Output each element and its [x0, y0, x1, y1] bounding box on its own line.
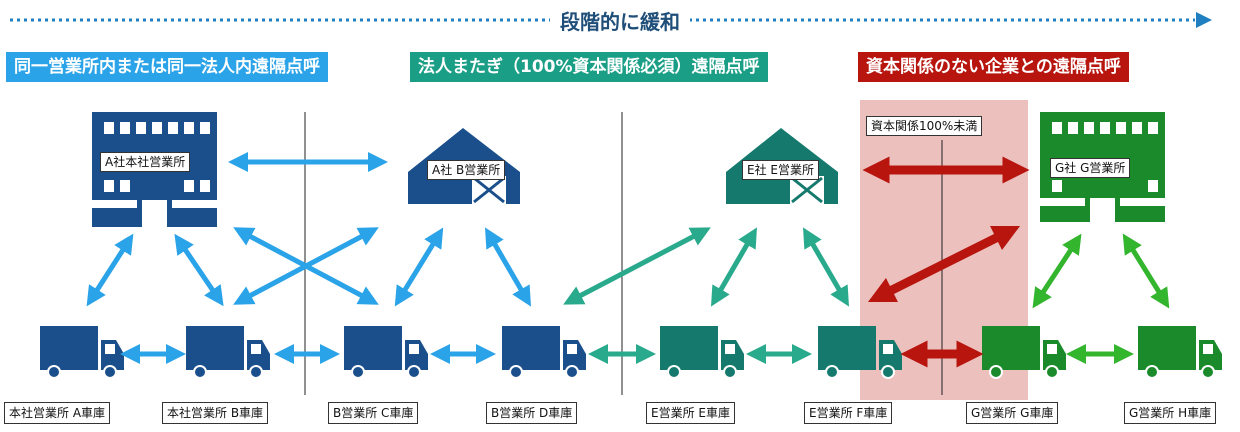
two-way-arrow [802, 227, 850, 307]
two-way-arrow [233, 227, 379, 305]
heading-same-company: 同一営業所内または同一法人内遠隔点呼 [6, 52, 328, 82]
title-arrow-head [1196, 12, 1212, 28]
truck-label: B営業所 D車庫 [486, 402, 578, 424]
truck-label: B営業所 C車庫 [328, 402, 419, 424]
capital-note: 資本関係100%未満 [866, 116, 983, 136]
two-way-arrow [710, 227, 758, 307]
truck-label: G営業所 H車庫 [1124, 402, 1217, 424]
building-label: A社本社営業所 [100, 152, 191, 172]
truck-icon [502, 326, 586, 379]
truck-icon [186, 326, 270, 379]
two-way-arrow [86, 233, 134, 307]
truck-label: 本社営業所 A車庫 [4, 402, 111, 424]
building-label: G社 G営業所 [1050, 158, 1131, 178]
two-way-arrow [1122, 233, 1170, 309]
two-way-arrow [484, 227, 532, 307]
truck-label: 本社営業所 B車庫 [162, 402, 269, 424]
two-way-arrow [563, 227, 711, 305]
two-way-arrow [394, 227, 444, 307]
page-title: 段階的に緩和 [0, 6, 1240, 35]
building-label: E社 E営業所 [742, 160, 819, 180]
two-way-arrow [867, 225, 1021, 303]
truck-icon [1138, 326, 1222, 379]
two-way-arrow [1032, 233, 1082, 309]
truck-label: E営業所 E車庫 [646, 402, 735, 424]
truck-icon [982, 326, 1066, 379]
truck-label: E営業所 F車庫 [804, 402, 893, 424]
truck-icon [344, 326, 428, 379]
heading-no-capital: 資本関係のない企業との遠隔点呼 [858, 52, 1129, 82]
truck-label: G営業所 G車庫 [966, 402, 1059, 424]
heading-cross-company: 法人またぎ（100%資本関係必須）遠隔点呼 [410, 52, 768, 82]
truck-icon [660, 326, 744, 379]
building-label: A社 B営業所 [427, 160, 506, 180]
truck-icon [40, 326, 124, 379]
two-way-arrow [174, 233, 224, 307]
truck-icon [818, 326, 902, 379]
